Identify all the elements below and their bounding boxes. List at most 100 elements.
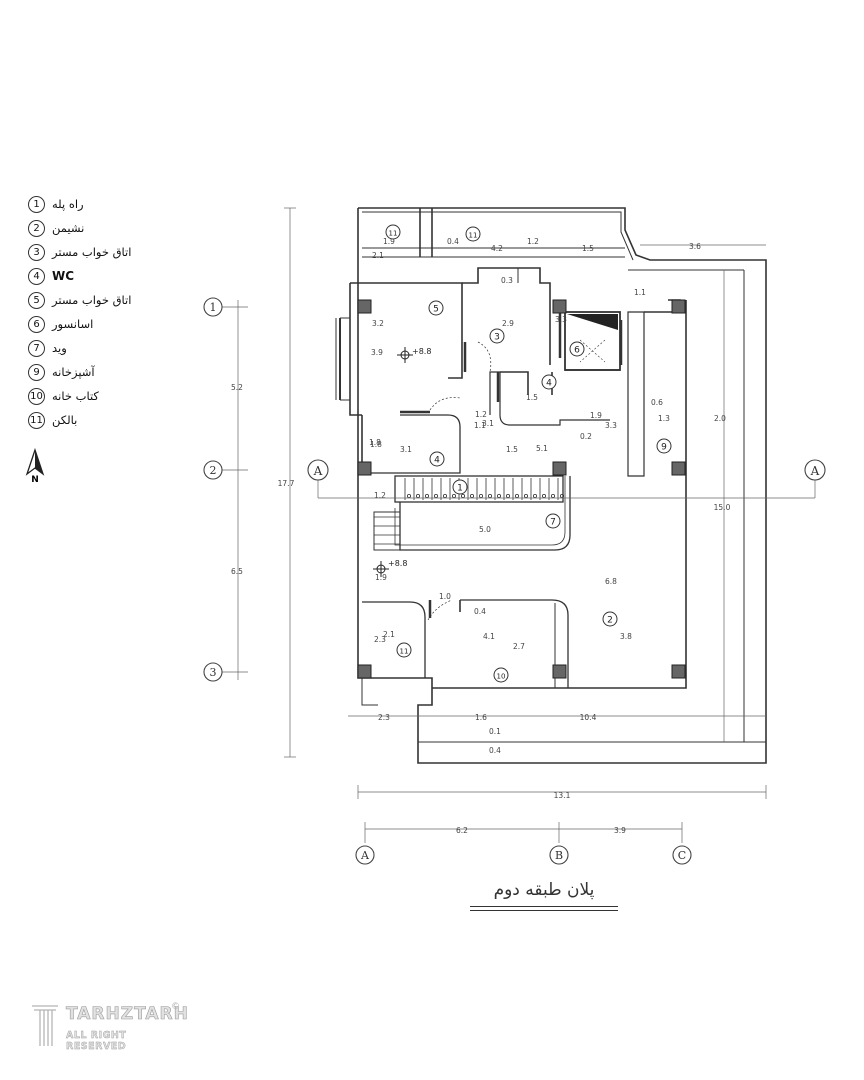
grid-label-col: C bbox=[678, 849, 686, 862]
dim-label: 1.2 bbox=[374, 491, 386, 500]
dim-label: 3.3 bbox=[555, 315, 567, 324]
dim-label: 6.5 bbox=[231, 567, 243, 576]
dim-label: 5.0 bbox=[479, 525, 491, 534]
plan-title: پلان طبقه دوم bbox=[493, 880, 595, 900]
watermark-brand: TARHZTARH bbox=[66, 1004, 189, 1025]
legend-number: 11 bbox=[28, 412, 45, 429]
legend-number: 7 bbox=[28, 340, 45, 357]
exterior-wall bbox=[357, 207, 767, 764]
dim-label: 10.4 bbox=[580, 713, 597, 722]
dim-label: 4.2 bbox=[491, 244, 503, 253]
legend-number: 1 bbox=[28, 196, 45, 213]
dim-label: 3.6 bbox=[689, 242, 701, 251]
room-tag-circle bbox=[396, 642, 412, 658]
legend-item: 2 نشیمن bbox=[24, 218, 174, 242]
dim-label: 1.5 bbox=[526, 393, 538, 402]
section-marker bbox=[307, 459, 329, 481]
grid-label-row: 3 bbox=[210, 666, 217, 679]
legend-number: 9 bbox=[28, 364, 45, 381]
legend-item: 6 اسانسور bbox=[24, 314, 174, 338]
room-tag: 11 bbox=[389, 230, 398, 238]
dim-label: 2.9 bbox=[502, 319, 514, 328]
legend-item: 10 کتاب خانه bbox=[24, 386, 174, 410]
column bbox=[357, 664, 372, 679]
dim-label: 3.1 bbox=[482, 419, 494, 428]
room-tag: 6 bbox=[574, 346, 580, 356]
dim-label: 0.4 bbox=[447, 237, 459, 246]
watermark-logo-icon bbox=[32, 1005, 58, 1046]
grid-label-row: 2 bbox=[210, 464, 217, 477]
dim-label: 2.1 bbox=[383, 630, 395, 639]
legend-item: 4 WC bbox=[24, 266, 174, 290]
legend-label: WC bbox=[52, 269, 75, 283]
dim-label: 2.1 bbox=[372, 251, 384, 260]
dim-label: 6.2 bbox=[456, 826, 468, 835]
dim-label: 1.5 bbox=[506, 445, 518, 454]
grid-label-row: 1 bbox=[210, 301, 217, 314]
column bbox=[671, 461, 686, 476]
room-tag-circle bbox=[545, 513, 561, 529]
legend-item: 5 اتاق خواب مستر bbox=[24, 290, 174, 314]
level-label: +8.8 bbox=[412, 347, 431, 356]
dim-label: 3.8 bbox=[620, 632, 632, 641]
room-tag-circle bbox=[428, 300, 444, 316]
legend-number: 5 bbox=[28, 292, 45, 309]
dim-label: 1.0 bbox=[439, 592, 451, 601]
legend-label: اسانسور bbox=[52, 317, 94, 331]
dim-label: 3.3 bbox=[605, 421, 617, 430]
dim-label: 13.1 bbox=[554, 791, 571, 800]
legend-label: نشیمن bbox=[52, 221, 85, 235]
dim-label: 17.7 bbox=[278, 479, 295, 488]
dim-label: 1.8 bbox=[370, 440, 382, 449]
room-tag-circle bbox=[489, 328, 505, 344]
grid-bubble bbox=[355, 845, 375, 865]
north-arrow-icon: N bbox=[25, 448, 45, 484]
grid-bubble bbox=[203, 460, 223, 480]
room-tag-circle bbox=[465, 226, 481, 242]
column bbox=[671, 299, 686, 314]
legend-label: آشپزخانه bbox=[52, 365, 95, 379]
room-tag-circle bbox=[656, 438, 672, 454]
room-tag-circle bbox=[602, 611, 618, 627]
room-tag-circle bbox=[429, 451, 445, 467]
room-tag: 7 bbox=[550, 518, 556, 528]
legend-label: بالکن bbox=[52, 413, 78, 427]
dim-label: 1.1 bbox=[634, 288, 646, 297]
room-tag: 9 bbox=[661, 443, 667, 453]
room-tag: 4 bbox=[434, 456, 440, 466]
dim-label: 0.1 bbox=[489, 727, 501, 736]
column bbox=[671, 664, 686, 679]
room-tag: 2 bbox=[607, 616, 613, 626]
dim-label: 1.1 bbox=[474, 421, 486, 430]
dim-label: 1.2 bbox=[475, 410, 487, 419]
dim-label: 0.4 bbox=[489, 746, 501, 755]
legend-number: 6 bbox=[28, 316, 45, 333]
room-tag: 3 bbox=[494, 333, 500, 343]
legend-item: 7 وید bbox=[24, 338, 174, 362]
dim-label: 2.3 bbox=[374, 635, 386, 644]
section-label: A bbox=[810, 464, 820, 478]
grid-label-col: A bbox=[360, 849, 370, 862]
legend-label: راه پله bbox=[52, 197, 84, 211]
dim-label: 1.8 bbox=[369, 438, 381, 447]
dim-label: 2.0 bbox=[714, 414, 726, 423]
dim-label: 1.9 bbox=[590, 411, 602, 420]
grid-label-col: B bbox=[555, 849, 563, 862]
dim-label: 1.3 bbox=[658, 414, 670, 423]
title-underline bbox=[470, 910, 618, 911]
dim-label: 0.4 bbox=[474, 607, 486, 616]
section-marker bbox=[804, 459, 826, 481]
legend-item: 1 راه پله bbox=[24, 194, 174, 218]
column bbox=[552, 461, 567, 476]
dim-label: 15.0 bbox=[714, 503, 731, 512]
room-tag-circle bbox=[452, 479, 468, 495]
dim-label: 5.1 bbox=[536, 444, 548, 453]
legend-item: 3 اتاق خواب مستر bbox=[24, 242, 174, 266]
column bbox=[552, 299, 567, 314]
room-legend: 1 راه پله 2 نشیمن 3 اتاق خواب مستر 4 WC … bbox=[24, 194, 174, 434]
room-tag-circle bbox=[385, 224, 401, 240]
stair-run bbox=[394, 475, 564, 503]
dim-label: 2.3 bbox=[378, 713, 390, 722]
dim-label: 1.2 bbox=[527, 237, 539, 246]
legend-item: 9 آشپزخانه bbox=[24, 362, 174, 386]
